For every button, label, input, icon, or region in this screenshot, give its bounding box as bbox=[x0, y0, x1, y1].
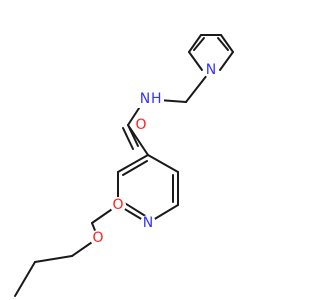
svg-text:H: H bbox=[151, 91, 162, 107]
molecule-diagram: N N H O N O O bbox=[14, 34, 234, 297]
svg-text:N: N bbox=[206, 62, 216, 78]
bond bbox=[127, 124, 149, 156]
atom-ether-o1: O bbox=[110, 197, 126, 213]
molecule-structure: N N H O N O O bbox=[14, 34, 234, 297]
bond bbox=[117, 154, 149, 173]
svg-text:O: O bbox=[112, 197, 123, 213]
svg-text:N: N bbox=[140, 91, 150, 107]
atom-pyridine-n: N bbox=[140, 215, 156, 231]
bond bbox=[147, 154, 179, 173]
bond bbox=[193, 37, 205, 51]
bond bbox=[217, 37, 229, 51]
bond bbox=[122, 127, 134, 150]
bond bbox=[220, 34, 234, 53]
bond bbox=[34, 255, 73, 263]
bond bbox=[122, 201, 148, 218]
atom-pyrrole-n: N bbox=[203, 62, 219, 78]
atom-carbonyl-o: O bbox=[133, 117, 149, 133]
bond bbox=[219, 51, 234, 71]
svg-text:O: O bbox=[92, 230, 103, 246]
svg-text:O: O bbox=[135, 117, 146, 133]
atom-amide-n: N H bbox=[138, 91, 164, 108]
bond bbox=[122, 160, 148, 176]
pyridine-ring bbox=[117, 154, 179, 224]
bond bbox=[188, 34, 202, 53]
atom-ether-o2: O bbox=[90, 230, 106, 246]
bond bbox=[14, 261, 36, 297]
pyrrole-ring bbox=[188, 34, 234, 71]
svg-text:N: N bbox=[143, 215, 153, 231]
bond bbox=[188, 51, 203, 71]
